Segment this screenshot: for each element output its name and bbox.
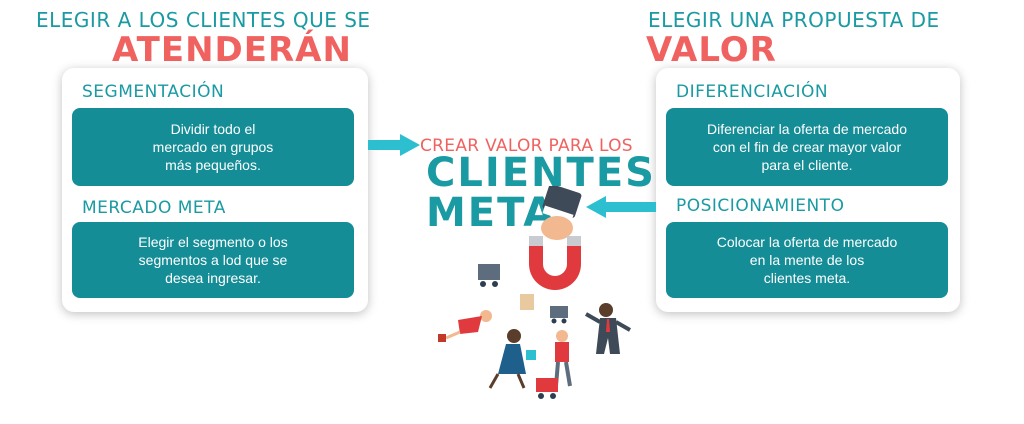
people-attracted-illustration (438, 264, 631, 399)
left-heading-big: ATENDERÁN (112, 30, 352, 70)
posicionamiento-title: POSICIONAMIENTO (676, 196, 845, 216)
diferenciacion-box: Diferenciar la oferta de mercado con el … (666, 108, 948, 186)
center-big-line1: CLIENTES (426, 150, 656, 196)
posicionamiento-box: Colocar la oferta de mercado en la mente… (666, 222, 948, 298)
arrow-left-icon (586, 196, 656, 218)
left-heading-small: ELEGIR A LOS CLIENTES QUE SE (36, 8, 371, 32)
left-card: SEGMENTACIÓN Dividir todo el mercado en … (62, 68, 368, 312)
right-heading-small: ELEGIR UNA PROPUESTA DE (648, 8, 940, 32)
segmentacion-text: Dividir todo el mercado en grupos más pe… (152, 121, 274, 173)
diferenciacion-text: Diferenciar la oferta de mercado con el … (707, 121, 907, 173)
segmentacion-title: SEGMENTACIÓN (82, 82, 225, 102)
right-heading-big: VALOR (646, 30, 777, 70)
center-small-text: CREAR VALOR PARA LOS (420, 136, 633, 156)
right-card: DIFERENCIACIÓN Diferenciar la oferta de … (656, 68, 960, 312)
segmentacion-box: Dividir todo el mercado en grupos más pe… (72, 108, 354, 186)
mercado-meta-text: Elegir el segmento o los segmentos a lod… (138, 234, 288, 286)
magnet-hand-icon (529, 186, 582, 290)
mercado-meta-title: MERCADO META (82, 198, 226, 218)
arrow-right-icon (368, 134, 420, 156)
diferenciacion-title: DIFERENCIACIÓN (676, 82, 829, 102)
center-big-line2: META (426, 190, 557, 236)
mercado-meta-box: Elegir el segmento o los segmentos a lod… (72, 222, 354, 298)
posicionamiento-text: Colocar la oferta de mercado en la mente… (716, 234, 898, 286)
